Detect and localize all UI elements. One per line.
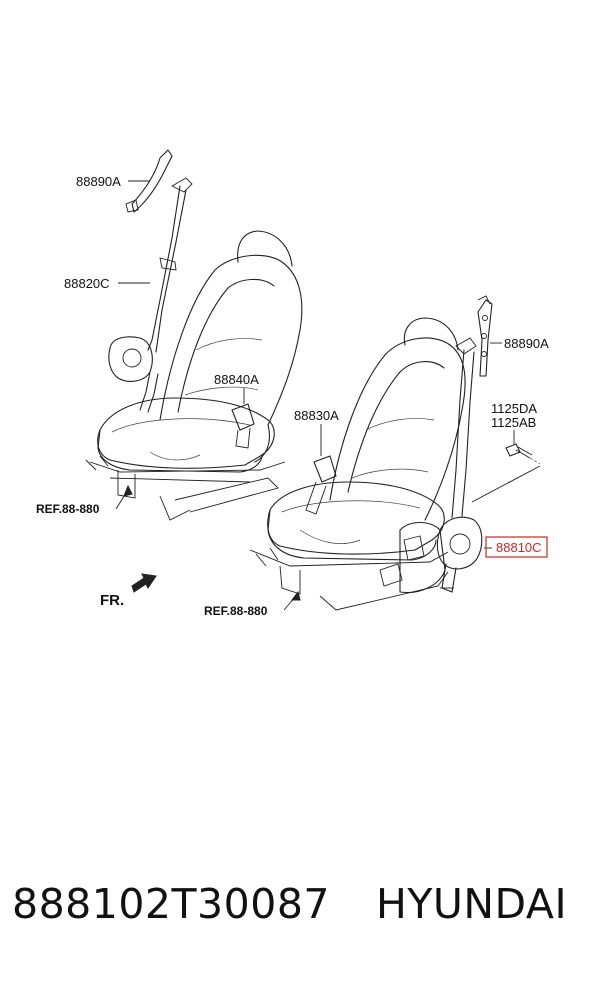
highlight-box [485, 536, 548, 558]
label-bolt-1: 1125DA [491, 401, 537, 416]
label-left-anchor: 88890A [76, 174, 121, 189]
label-right-anchor: 88890A [504, 336, 549, 351]
part-number: 888102T30087 [12, 880, 330, 928]
label-highlighted-part: 88810C [496, 540, 542, 555]
label-left-retractor: 88820C [64, 276, 110, 291]
label-right-ref: REF.88-880 [204, 604, 268, 618]
label-right-buckle: 88830A [294, 408, 339, 423]
left-seat [85, 149, 303, 521]
label-left-buckle: 88840A [214, 372, 259, 387]
leader-lines [115, 180, 541, 611]
label-front-marker: FR. [100, 592, 124, 609]
brand-name: HYUNDAI [376, 880, 568, 928]
label-left-ref: REF.88-880 [36, 502, 100, 516]
right-seat [249, 295, 533, 611]
label-bolt-2: 1125AB [491, 415, 536, 430]
caption-bar: 888102T30087 HYUNDAI [0, 880, 600, 950]
